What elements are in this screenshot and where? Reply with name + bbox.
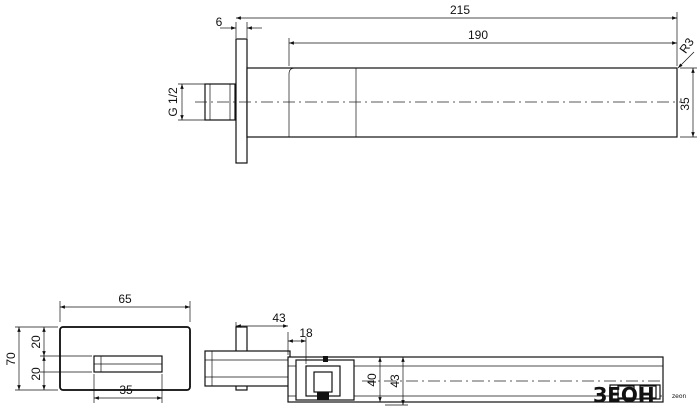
spout-body [246, 67, 678, 138]
inlet-pipe [204, 350, 291, 387]
dim-6-label: 6 [216, 15, 223, 29]
brand-logo-mark: ЗЕОН [593, 383, 655, 407]
wall-flange [235, 38, 248, 164]
dim-43-horizontal-label: 43 [272, 311, 286, 325]
dim-radius-label: R3 [677, 35, 697, 56]
section-view: 43 18 40 43 [204, 311, 664, 406]
top-view: 215 190 6 G 1/2 35 R3 [166, 3, 697, 164]
dim-35-bottom-label: 35 [119, 383, 133, 397]
dim-70-label: 70 [4, 352, 18, 366]
brand-logo: ЗЕОН zeon [593, 383, 687, 407]
dim-20-lower-label: 20 [29, 367, 43, 381]
dim-65-label: 65 [118, 292, 132, 306]
dim-20-upper-label: 20 [29, 335, 43, 349]
dim-thread-label: G 1/2 [166, 87, 180, 117]
dim-40-label: 40 [365, 373, 379, 387]
dim-43-vertical-label: 43 [388, 374, 402, 388]
dim-35-label: 35 [678, 97, 692, 111]
brand-tagline: zeon [672, 393, 687, 400]
front-view: 65 70 20 20 35 [4, 292, 191, 403]
dim-18-label: 18 [299, 326, 313, 340]
dim-190-label: 190 [468, 28, 488, 42]
dim-215-label: 215 [450, 3, 470, 17]
